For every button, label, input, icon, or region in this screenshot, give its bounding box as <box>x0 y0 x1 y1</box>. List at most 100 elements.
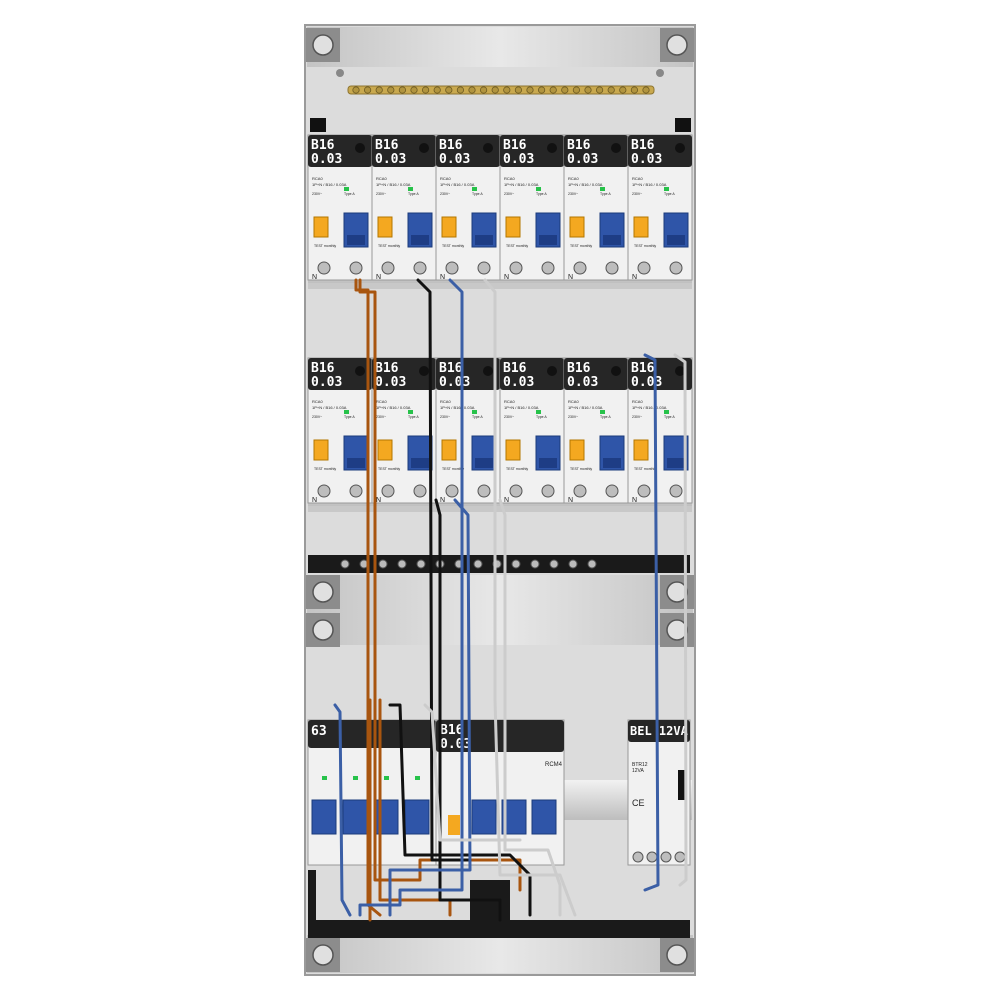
breaker-sensitivity: 0.03 <box>439 152 470 167</box>
breaker-voltage: 230V~ <box>440 192 450 196</box>
breaker-head <box>308 135 372 167</box>
breaker-voltage: 230V~ <box>632 192 642 196</box>
breaker-model: RCA0 <box>568 176 579 181</box>
breaker-head <box>500 135 564 167</box>
toggle-grip <box>411 235 429 245</box>
mount-screw-icon <box>312 581 334 603</box>
busbar-screw-icon <box>491 86 499 94</box>
breaker-rating: B16 <box>503 138 527 153</box>
breaker-rating: B16 <box>567 361 591 376</box>
indicator-green <box>600 187 605 191</box>
neutral-label: N <box>312 274 317 281</box>
wire-grey <box>483 278 577 917</box>
breaker-sensitivity: 0.03 <box>311 375 342 390</box>
terminal-screw-icon <box>669 261 683 275</box>
mount-screw-icon <box>666 944 688 966</box>
breaker-rating: B16 <box>567 138 591 153</box>
breaker-model: RCA0 <box>632 399 643 404</box>
busbar-screw-icon <box>642 86 650 94</box>
terminal-screw-icon <box>660 851 672 863</box>
wire-brown <box>358 278 522 892</box>
neutral-label: N <box>568 274 573 281</box>
breaker-voltage: 230V~ <box>376 415 386 419</box>
neutral-label: N <box>504 274 509 281</box>
wire-brown <box>378 698 452 917</box>
busbar-screw-icon <box>584 86 592 94</box>
busbar-screw-icon <box>630 86 639 94</box>
indicator-green <box>408 187 413 191</box>
busbar-screw-icon <box>514 86 523 94</box>
breaker-head <box>564 358 628 390</box>
busbar-screw-icon <box>456 86 464 94</box>
main-switch-toggle <box>404 799 430 835</box>
indicator-green <box>384 776 389 780</box>
breaker-spec: 1P+N / B16 / 0.03A <box>440 405 475 410</box>
breaker-rating: B16 <box>439 138 463 153</box>
terminal-screw-icon <box>605 484 619 498</box>
top-cover <box>307 27 693 67</box>
main-switch-toggle <box>373 799 399 835</box>
test-button <box>633 216 649 238</box>
breaker-type: Type A <box>408 192 419 196</box>
bell-ce: CE <box>632 798 645 808</box>
breaker-head <box>372 135 436 167</box>
breaker-spec: 1P+N / B16 / 0.03A <box>440 182 475 187</box>
wire-black <box>416 278 472 862</box>
neutral-screw-icon <box>397 559 407 569</box>
indicator-green <box>664 410 669 414</box>
breaker-type: Type A <box>600 415 611 419</box>
terminal-screw-icon <box>637 261 651 275</box>
breaker-head <box>564 135 628 167</box>
test-button <box>377 439 393 461</box>
neutral-bar-bottom <box>308 920 690 938</box>
neutral-label: N <box>632 497 637 504</box>
breaker-type: Type A <box>600 192 611 196</box>
rcm-sensitivity: 0.03 <box>440 737 471 752</box>
busbar-screw-icon <box>398 86 406 94</box>
breaker-test-label: TEST monthly <box>442 467 464 471</box>
busbar-screw-icon <box>387 86 395 94</box>
breaker-sensitivity: 0.03 <box>439 375 470 390</box>
neutral-label: N <box>440 274 445 281</box>
toggle-grip <box>411 458 429 468</box>
mount-screw-icon <box>312 944 334 966</box>
breaker-type: Type A <box>536 192 547 196</box>
breaker-test-label: TEST monthly <box>570 467 592 471</box>
bell-power: 12VA <box>632 768 645 774</box>
busbar-screw-icon <box>352 86 360 94</box>
breaker-spec: 1P+N / B16 / 0.03A <box>568 182 603 187</box>
toggle-grip <box>667 235 685 245</box>
test-button <box>448 815 460 835</box>
center-strip <box>307 575 693 645</box>
bell-switch <box>678 770 686 800</box>
breaker-rating: B16 <box>375 361 399 376</box>
terminal-screw-icon <box>413 484 427 498</box>
terminal-screw-icon <box>413 261 427 275</box>
rcm-name: RCM4 <box>545 762 563 768</box>
busbar-screw-icon <box>421 86 430 94</box>
terminal-screw-icon <box>632 851 644 863</box>
bell-head <box>628 720 690 742</box>
bell-model: BTR12 <box>632 762 648 768</box>
terminal-screw-icon <box>669 484 683 498</box>
terminal-screw-icon <box>381 484 395 498</box>
test-button <box>441 216 457 238</box>
indicator-green <box>664 187 669 191</box>
wire-blue <box>358 278 464 917</box>
busbar-screw-icon <box>526 86 534 94</box>
breaker-type: Type A <box>664 192 675 196</box>
breaker-type: Type A <box>664 415 675 419</box>
screw-icon <box>611 366 621 376</box>
neutral-screw-icon <box>530 559 540 569</box>
breaker-sensitivity: 0.03 <box>631 375 662 390</box>
breaker-rating: B16 <box>439 361 463 376</box>
breaker-test-label: TEST monthly <box>634 244 656 248</box>
breaker-voltage: 230V~ <box>568 192 578 196</box>
breaker-type: Type A <box>344 192 355 196</box>
